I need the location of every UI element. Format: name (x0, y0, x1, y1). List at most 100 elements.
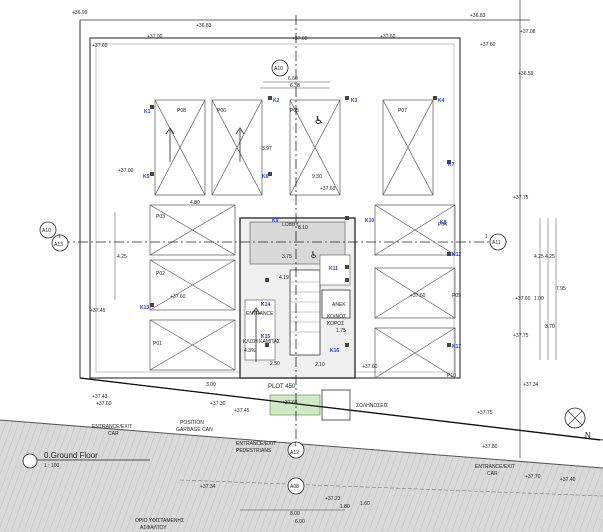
section-marker-a08: A08 (287, 477, 305, 495)
column-label: K1 (144, 109, 151, 115)
dimension-label: 3.97 (262, 146, 272, 152)
elevation-label: +37.00 (147, 34, 163, 40)
elevation-label: +37.60 (320, 186, 336, 192)
elevation-label: +37.60 (170, 294, 186, 300)
parking-label: P04 (438, 222, 447, 228)
column-label: K5 (143, 174, 150, 180)
svg-text:1: 1 (58, 234, 61, 240)
parking-label: P07 (398, 108, 407, 114)
elevation-label: +37.40 (560, 477, 576, 483)
elevation-label: +37.60 (92, 43, 108, 49)
elevation-label: +36.83 (470, 13, 486, 19)
piping-label: ΣΩΛΗΝΩΣΕΙΣ (356, 403, 388, 409)
dimension-label: 4.25 (117, 254, 127, 260)
section-marker-a11: A11 1 (485, 233, 507, 251)
entrance-label-line2: CAR (108, 431, 119, 437)
column-label: K7 (448, 162, 455, 168)
svg-text:A10: A10 (274, 66, 283, 72)
elevation-label: +37.75 (513, 333, 529, 339)
dimension-label: 7.95 (556, 286, 566, 292)
dimension-label: 1.75 (336, 328, 346, 334)
lift-label: ΑΝΕΚ (332, 302, 346, 308)
stair-block (289, 269, 321, 356)
dimension-label: 4.19 (279, 275, 289, 281)
column-label: K17 (452, 344, 461, 350)
elevation-label: +37.80 (482, 444, 498, 450)
garden-area (269, 394, 321, 416)
elevation-label: +37.70 (525, 474, 541, 480)
entrance-labels: ENTRANCE/EXIT CAR POSITION GARBAGE CAN E… (92, 420, 515, 477)
plot-label: PLOT 450 (268, 384, 296, 390)
wheelchair-icon: ♿ (314, 115, 324, 127)
elevation-label: +37.60 (515, 296, 531, 302)
dimension-label: 1.00 (534, 296, 544, 302)
column-label: K16 (330, 348, 339, 354)
dimension-label: 4.25 (534, 254, 544, 260)
parking-label: P09 (452, 293, 461, 299)
elevation-label: +37.60 (282, 400, 298, 406)
lobby-label: LOBBY (282, 222, 299, 228)
entrance-label-line1: POSITION (180, 420, 204, 426)
elevation-label: +37.45 (234, 408, 250, 414)
road-curb-line (179, 479, 603, 497)
elevation-label: +37.60 (362, 364, 378, 370)
svg-text:1: 1 (485, 234, 488, 240)
dimension-label: 3.00 (206, 382, 216, 388)
wheelchair-icon: ♿ (310, 250, 318, 260)
dimension-label: 1.80 (340, 504, 350, 510)
elevation-label: +37.60 (410, 293, 426, 299)
parking-label: P05 (290, 108, 299, 114)
column-label: K10 (365, 218, 374, 224)
elevation-label: +37.60 (380, 34, 396, 40)
dimension-label: 4.80 (190, 200, 200, 206)
elevation-label: +37.60 (292, 36, 308, 42)
section-marker-a09: A10 A13 1 (39, 221, 69, 252)
elevation-label: +37.30 (210, 401, 226, 407)
column-label: K15 (261, 334, 270, 340)
title-marker (22, 453, 38, 469)
svg-text:A10: A10 (42, 228, 51, 234)
elevation-label: +37.08 (520, 29, 536, 35)
parking-label: P10 (447, 373, 456, 379)
ramp-area (244, 299, 276, 361)
elevation-label: +37.75 (513, 195, 529, 201)
entrance-label-line2: GARBAGE CAN (176, 427, 213, 433)
lift-shaft (321, 289, 351, 319)
parking-top-row (154, 99, 434, 196)
north-compass-icon: N (564, 407, 591, 440)
koinos-label-bottom: ΚΟΡΟΣ (327, 321, 344, 327)
column-label: K2 (273, 98, 280, 104)
dimension-lines (114, 81, 557, 511)
elevation-label: +37.75 (477, 410, 493, 416)
dimension-label: 6.60 (288, 76, 298, 82)
dimension-label: 8.10 (298, 225, 308, 231)
dimension-label: 2.10 (315, 362, 325, 368)
section-marker-a10: A10 (271, 59, 289, 77)
elevation-label: +37.23 (325, 496, 341, 502)
column-label: K11 (329, 266, 338, 272)
column-label: K14 (261, 302, 270, 308)
parking-labels: P08 P06 P05 P07 P03 P04 P02 P09 P01 P10 (153, 108, 461, 379)
ramp-label: ΚΛΙΣΗ ΚΑΜΠΑΣ (243, 339, 280, 345)
stair-treads (290, 281, 320, 333)
parking-right (374, 204, 456, 379)
dimension-label: 6.00 (295, 519, 305, 525)
dimension-label: 8.00 (290, 511, 300, 517)
parking-left (149, 204, 236, 371)
elevation-label: +37.34 (200, 484, 216, 490)
piping-zone (321, 389, 351, 421)
elevation-label: +36.83 (196, 23, 212, 29)
svg-text:A08: A08 (290, 484, 299, 490)
ramp-value: 4.3% (244, 348, 256, 354)
column-label: K4 (438, 98, 445, 104)
elevation-label: +36.99 (72, 10, 88, 16)
column-label: K12 (452, 252, 461, 258)
column-label: K8 (440, 220, 447, 226)
koinos-label-top: ΚΟΙΝΟΣ (327, 314, 346, 320)
column-label: K6 (262, 174, 269, 180)
svg-text:1: 1 (294, 442, 297, 448)
parking-label: P08 (177, 108, 186, 114)
road-area (0, 420, 603, 532)
dimension-label: 9.30 (312, 174, 322, 180)
